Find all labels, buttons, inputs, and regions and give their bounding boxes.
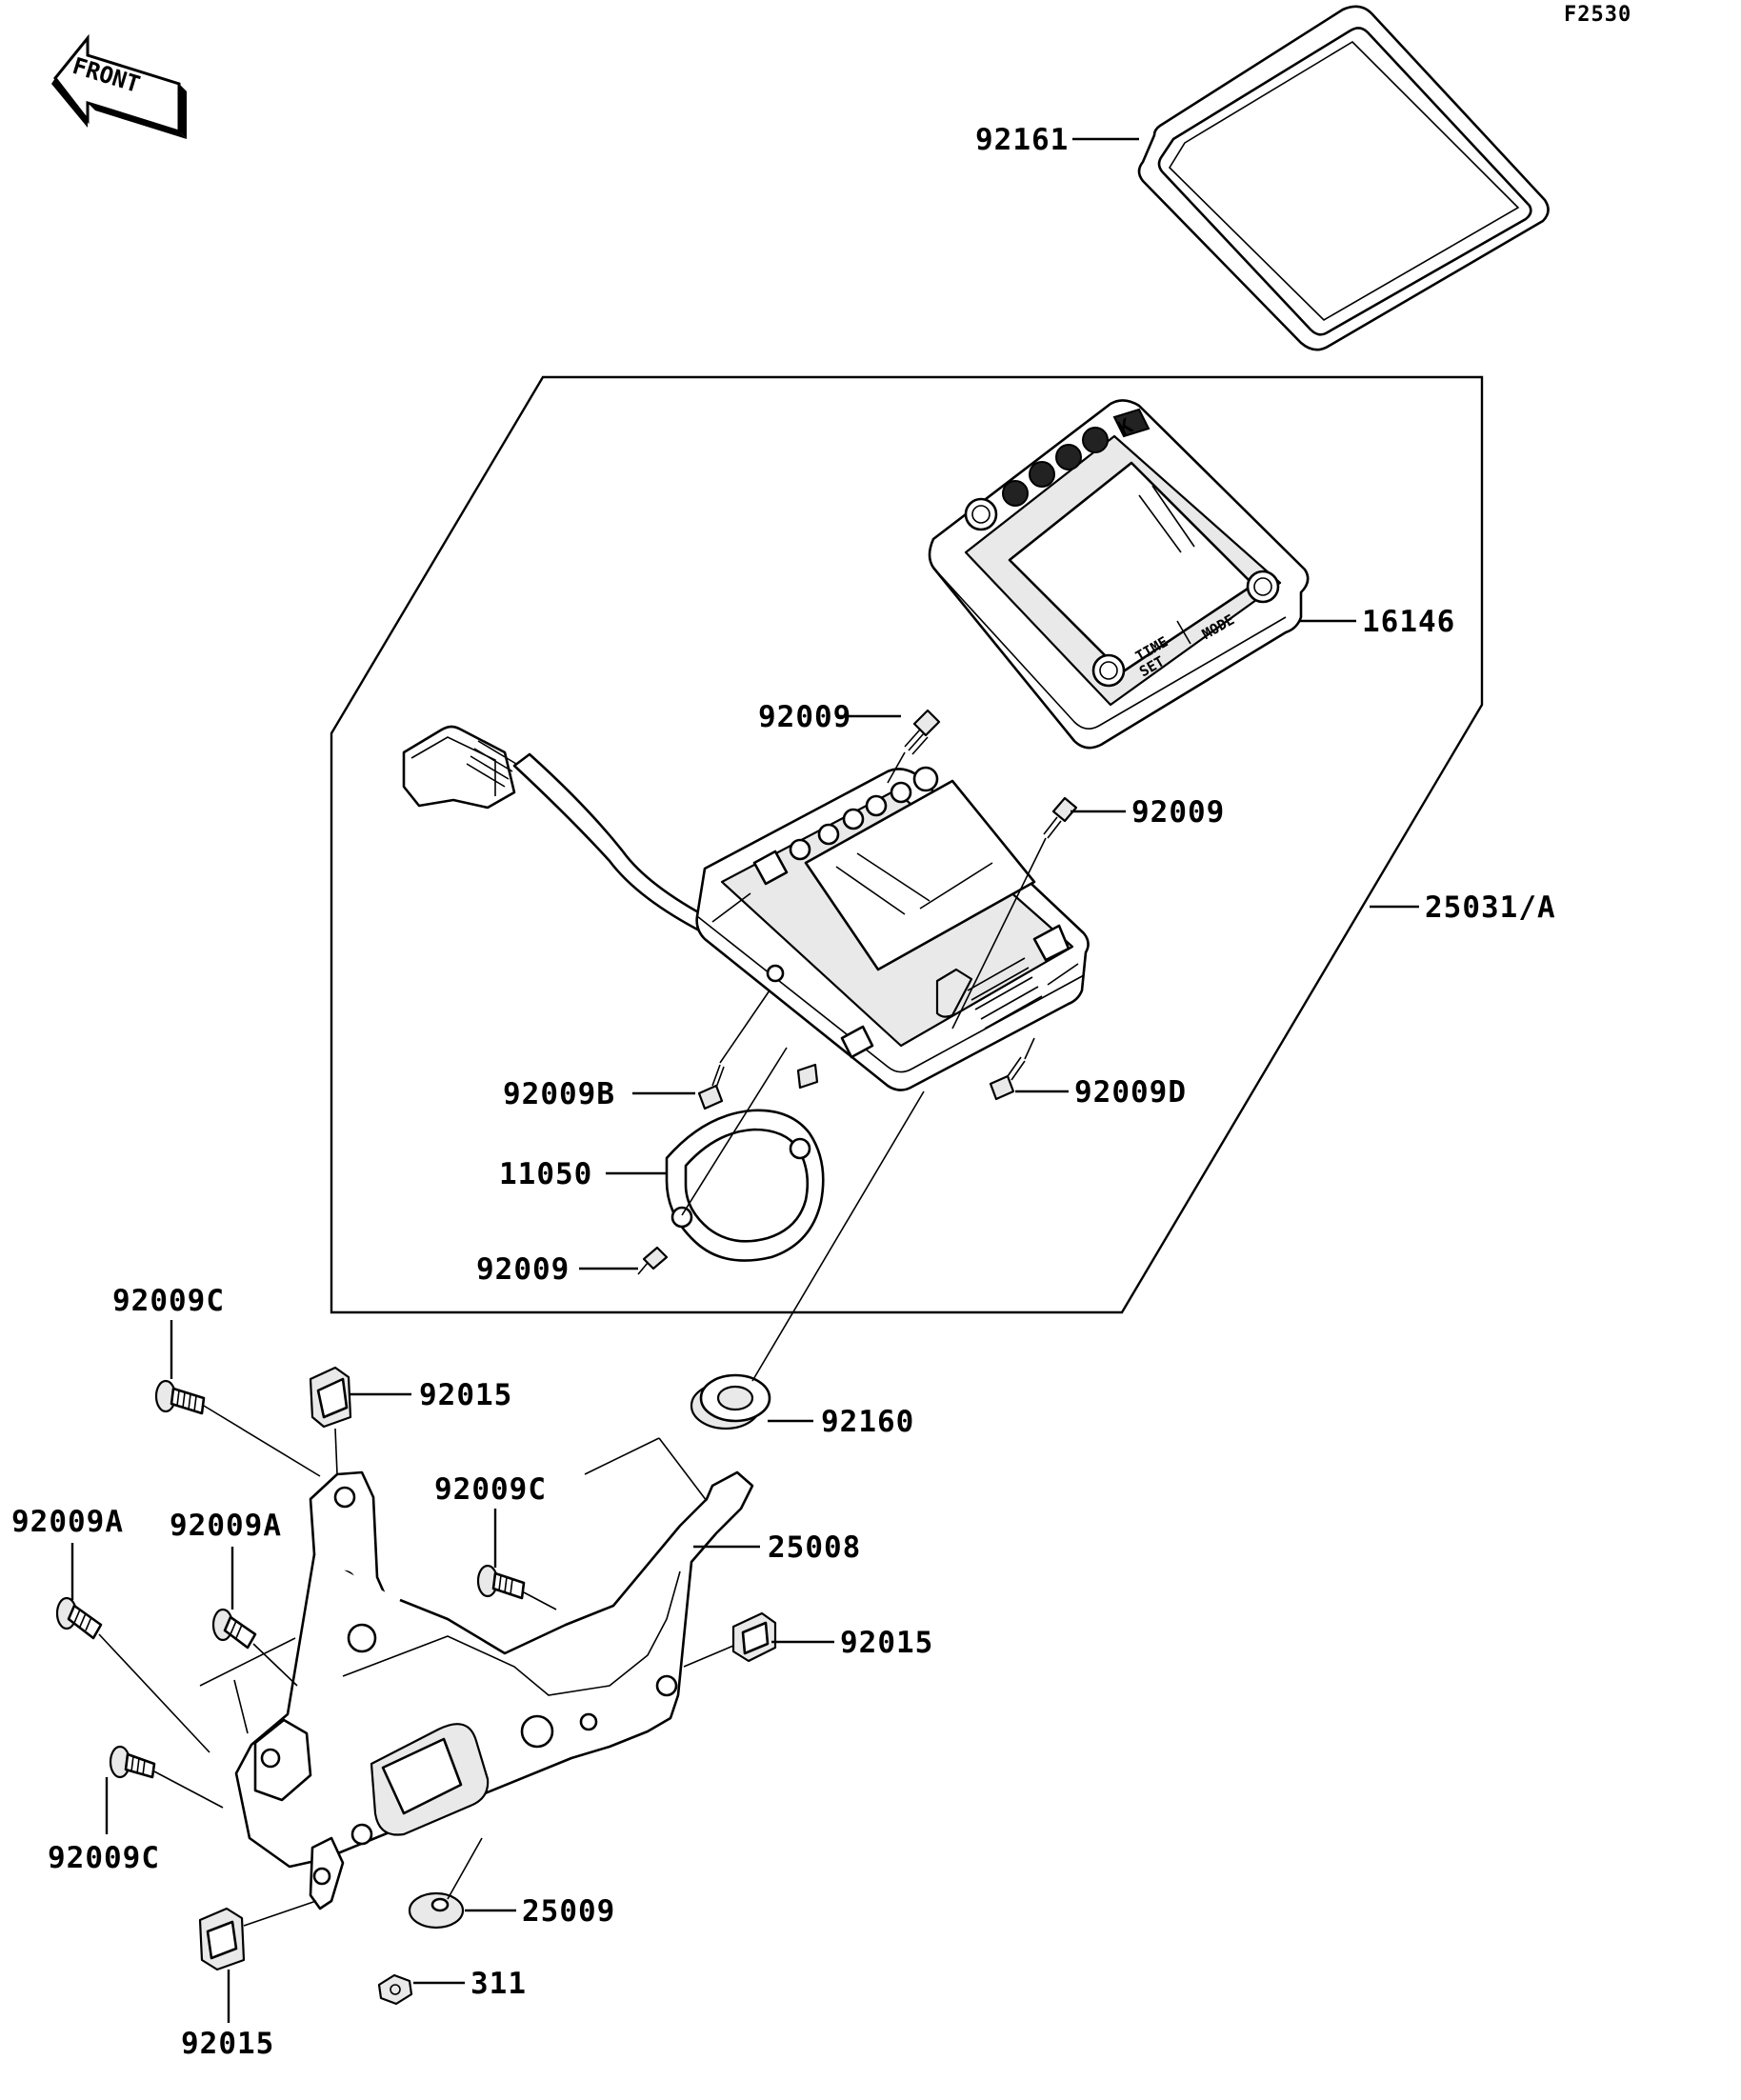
label-assembly: 25031/A [1425,890,1556,925]
label-screw-right: 92009 [1131,795,1225,830]
label-bolt-c-middle: 92009C [434,1472,547,1507]
screw-top-icon [904,709,941,755]
label-grommet: 92160 [821,1405,914,1439]
label-clip-right: 92015 [840,1626,933,1660]
label-screw-top: 92009 [758,700,851,734]
grommet-part [690,1373,771,1430]
lens-cover-part [1137,5,1550,351]
label-screw-gasket: 92009 [476,1252,570,1287]
gasket-part [665,1109,825,1262]
label-bolt-a-left: 92009A [11,1505,124,1539]
label-meter-cover: 16146 [1362,605,1455,639]
label-stay: 25009 [522,1894,615,1929]
label-clip-bottom: 92015 [181,2027,274,2061]
label-bolt-a-inner: 92009A [170,1509,282,1543]
meter-unit-part [402,725,1090,1091]
assembly-boundary [330,375,1484,1314]
front-arrow-icon: FRONT [51,33,187,139]
screw-b-icon [697,1064,725,1110]
clip-right-icon [731,1611,777,1663]
label-bracket: 25008 [768,1530,861,1565]
nut-icon [377,1973,413,2006]
clip-upper-icon [309,1366,352,1429]
label-gasket: 11050 [499,1157,592,1191]
label-bolt-c-upper-left: 92009C [112,1284,225,1318]
label-screw-b: 92009B [503,1077,615,1111]
bolt-a-inner-icon [211,1608,257,1650]
label-clip-upper: 92015 [419,1378,512,1412]
bolt-a-left-icon [55,1596,103,1640]
meter-case-cover-part: K MODE TIME SET [928,399,1310,750]
clip-bottom-icon [198,1907,246,1971]
screw-gasket-icon [637,1246,669,1275]
diagram-code: F2530 [1564,3,1631,27]
screw-d-icon [989,1056,1026,1101]
stay-part [408,1891,465,1930]
bolt-c-upper-left-icon [154,1379,206,1415]
screw-right-icon [1043,796,1078,839]
bolt-c-lower-left-icon [109,1745,156,1779]
bracket-part [234,1470,754,1910]
label-screw-d: 92009D [1074,1075,1187,1110]
label-bolt-c-lower-left: 92009C [48,1841,160,1875]
label-nut: 311 [470,1967,527,2001]
label-lens-cover: 92161 [975,123,1069,157]
bolt-c-middle-icon [476,1564,526,1600]
